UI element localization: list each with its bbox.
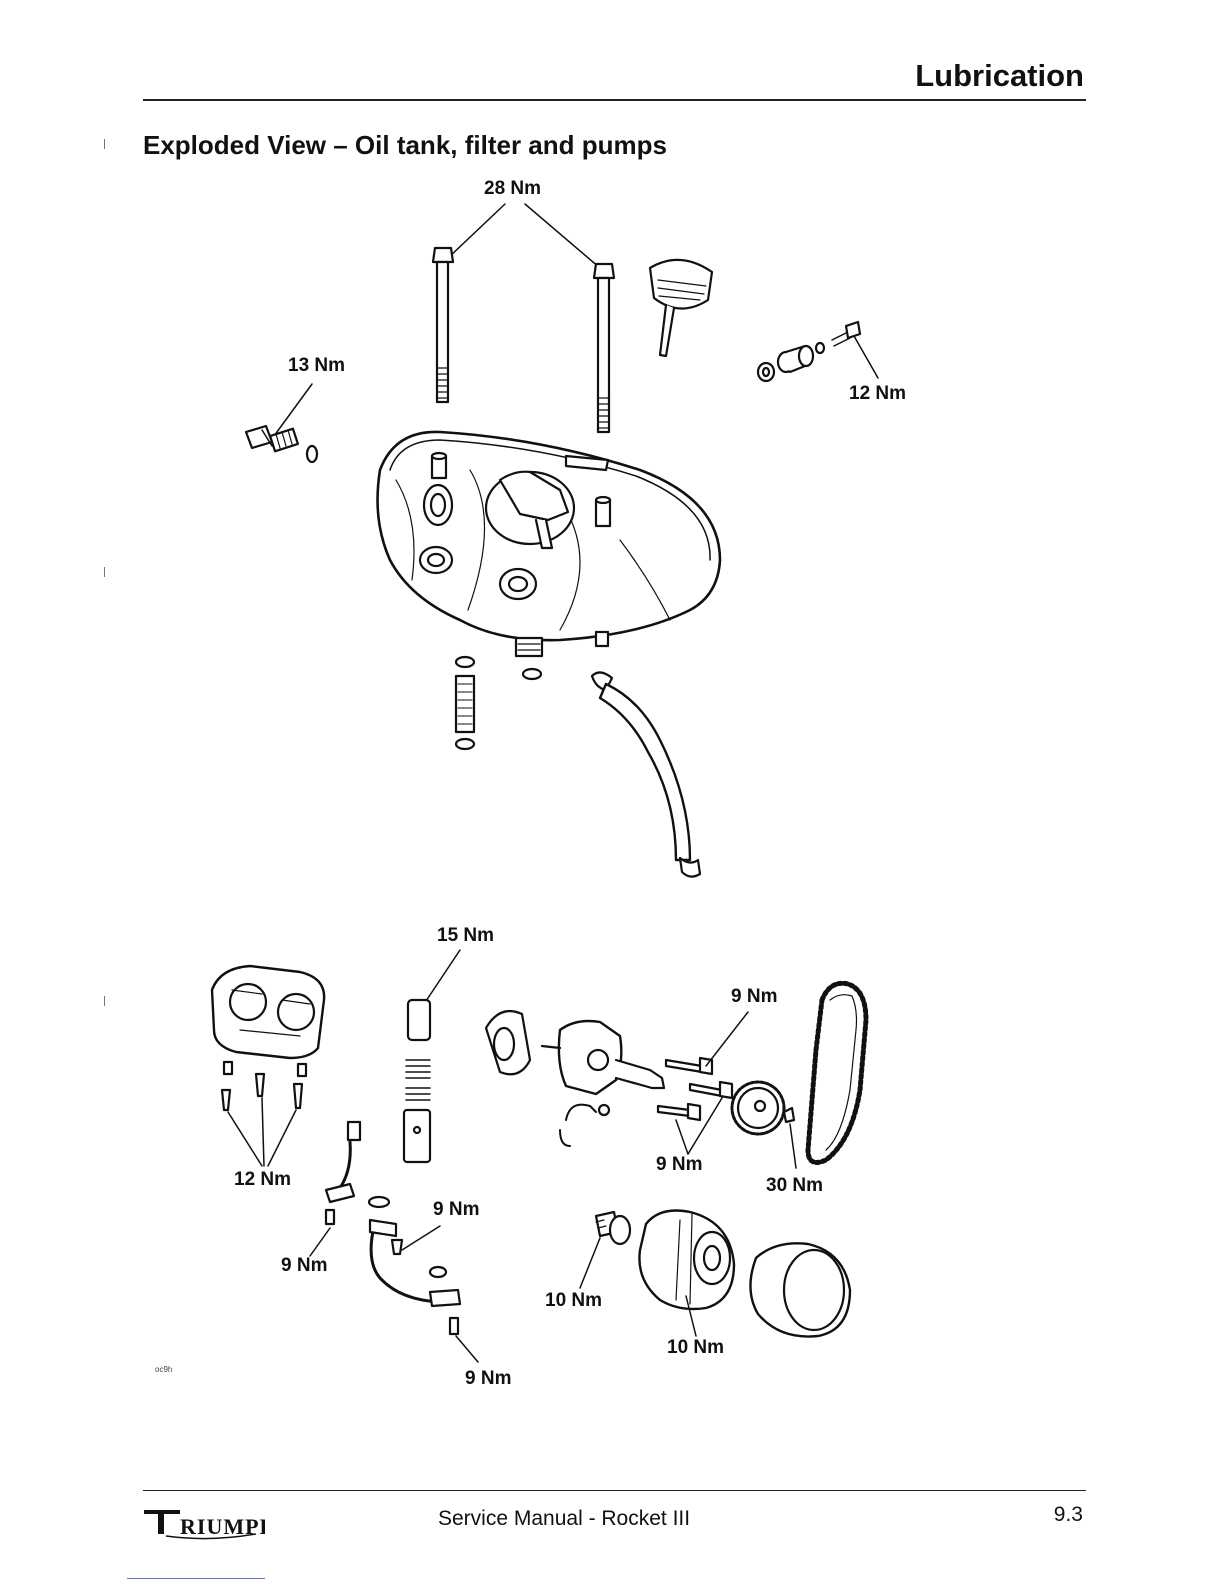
link-underline[interactable] bbox=[127, 1578, 265, 1579]
oil-filter bbox=[580, 1211, 850, 1337]
manual-title: Service Manual - Rocket III bbox=[438, 1507, 690, 1531]
torque-label-sprocket-nut: 30 Nm bbox=[766, 1175, 823, 1197]
torque-label-sprocket-bolts-lower: 9 Nm bbox=[656, 1154, 702, 1176]
leader-line bbox=[525, 204, 600, 268]
torque-label-filter: 10 Nm bbox=[667, 1337, 724, 1359]
main-oil-pump bbox=[486, 1011, 664, 1146]
torque-label-sprocket-bolts-upper: 9 Nm bbox=[731, 986, 777, 1008]
triumph-logo-mark: RIUMPH bbox=[140, 1502, 265, 1544]
torque-label-filter-adapter: 10 Nm bbox=[545, 1290, 602, 1312]
triumph-logo: RIUMPH bbox=[140, 1502, 265, 1549]
torque-label-pump-bolts: 12 Nm bbox=[234, 1169, 291, 1191]
torque-label-breather: 12 Nm bbox=[849, 383, 906, 405]
torque-label-pipe-bolt-lower: 9 Nm bbox=[465, 1368, 511, 1390]
tank-bolt-left bbox=[433, 248, 453, 402]
scavenge-pump bbox=[212, 966, 324, 1166]
torque-label-tank-bolts: 28 Nm bbox=[484, 178, 541, 200]
leader-line bbox=[448, 204, 505, 258]
dipstick-cap bbox=[650, 260, 712, 356]
oil-tank-body bbox=[378, 432, 720, 656]
strainer-filter bbox=[456, 657, 541, 749]
pump-group bbox=[212, 950, 866, 1362]
page-number: 9.3 bbox=[1054, 1503, 1083, 1527]
pressure-relief-valve bbox=[404, 950, 460, 1162]
figure-reference: oc9h bbox=[155, 1365, 172, 1374]
sender-switch bbox=[246, 384, 317, 462]
torque-label-pipe-bolt-upper: 9 Nm bbox=[433, 1199, 479, 1221]
oil-tank-group bbox=[246, 204, 878, 877]
breather-fitting bbox=[758, 322, 878, 381]
oil-hose bbox=[592, 672, 700, 876]
footer-rule bbox=[143, 1490, 1086, 1491]
torque-label-pipe-bolt-left: 9 Nm bbox=[281, 1255, 327, 1277]
oil-feed-pipe bbox=[310, 1122, 478, 1362]
sprocket-bolts bbox=[658, 1012, 748, 1154]
torque-label-pressure-relief: 15 Nm bbox=[437, 925, 494, 947]
torque-label-sender: 13 Nm bbox=[288, 355, 345, 377]
drive-chain bbox=[808, 983, 866, 1162]
pump-sprocket bbox=[732, 1082, 796, 1168]
tank-bolt-right bbox=[594, 264, 614, 432]
